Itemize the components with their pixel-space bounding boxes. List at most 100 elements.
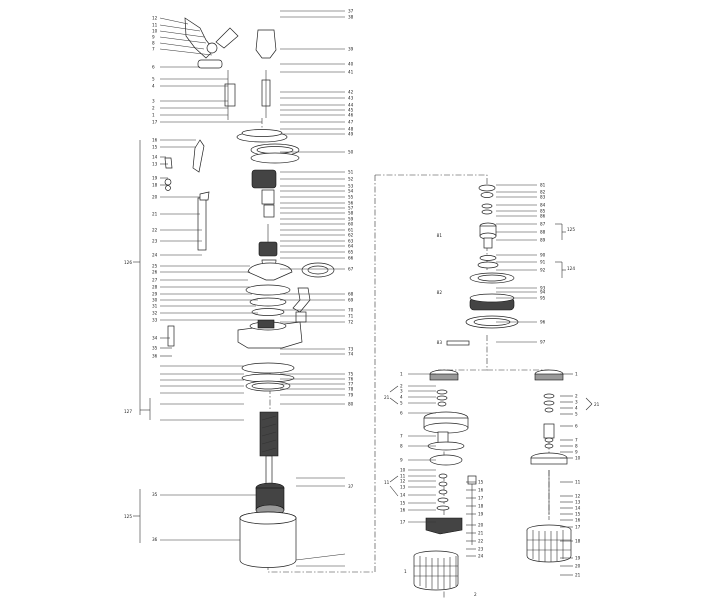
callout-pump-left: 2	[474, 592, 477, 597]
callout-pump-left: 12	[400, 479, 406, 484]
callout-pump-left: 15	[400, 501, 406, 506]
callout-upper-right: 96	[540, 320, 546, 325]
callout-pump-right: 10	[575, 456, 581, 461]
callout-main-right: 56	[348, 201, 354, 206]
callout-pump-left: 5	[400, 401, 403, 406]
callout-main-left: 29	[152, 292, 158, 297]
callout-main-left: 26	[152, 270, 158, 275]
callout-upper-right: 94	[540, 290, 546, 295]
callout-main-left: 11	[152, 23, 158, 28]
leader-line	[159, 30, 205, 38]
callout-main-right: 48	[348, 127, 354, 132]
callout-pump-right: 1	[575, 372, 578, 377]
callout-pump-left: 21	[478, 531, 484, 536]
group-label: 127	[124, 409, 132, 414]
callout-pump-right: 14	[575, 506, 581, 511]
callout-main-right: 73	[348, 347, 354, 352]
callout-main-right: 66	[348, 256, 354, 261]
callout-main-right: 60	[348, 222, 354, 227]
callout-main-right: 74	[348, 352, 354, 357]
callout-main-right: 59	[348, 217, 354, 222]
callout-main-right: 39	[348, 47, 354, 52]
callout-upper-right: 83	[540, 195, 546, 200]
group-label: 21	[384, 395, 390, 400]
callout-main-left: 30	[152, 298, 158, 303]
callout-upper-right: 85	[540, 209, 546, 214]
lower-left-pump	[413, 369, 477, 591]
callout-main-left: 15	[152, 145, 158, 150]
callout-pump-right: 21	[575, 573, 581, 578]
callout-pump-left: 16	[478, 488, 484, 493]
group-label: 126	[124, 260, 132, 265]
callout-main-right: 71	[348, 314, 354, 319]
callout-upper-right: 86	[540, 214, 546, 219]
callout-main-right: 68	[348, 292, 354, 297]
callout-pump-left: 23	[478, 547, 484, 552]
upper-right-assembly	[446, 184, 519, 346]
callout-main-left: 31	[152, 304, 158, 309]
callout-pump-left: 14	[400, 493, 406, 498]
callout-main-left: 35	[152, 346, 158, 351]
callout-main-right: 62	[348, 233, 354, 238]
callout-pump-right: 19	[575, 556, 581, 561]
callout-main-left: 33	[152, 318, 158, 323]
callout-pump-right: 7	[575, 438, 578, 443]
callout-main-left: 17	[152, 120, 158, 125]
callout-pump-right: 6	[575, 424, 578, 429]
callout-main-right: 64	[348, 244, 354, 249]
callout-upper-right: 92	[540, 268, 546, 273]
callout-upper-right: 97	[540, 340, 546, 345]
callout-main-left: 32	[152, 311, 158, 316]
callout-main-right: 72	[348, 320, 354, 325]
callout-main-left: 20	[152, 195, 158, 200]
callout-main-right: 63	[348, 239, 354, 244]
callout-main-left: 6	[152, 65, 155, 70]
leader-line	[159, 36, 207, 44]
callout-main-left: 24	[152, 253, 158, 258]
leader-line	[585, 397, 593, 405]
callout-upper-right: 90	[540, 253, 546, 258]
group-label: 21	[594, 402, 600, 407]
callout-pump-right: 4	[575, 406, 578, 411]
callout-main-right: 54	[348, 189, 354, 194]
callout-pump-left: 1	[404, 569, 407, 574]
leader-line	[295, 553, 346, 561]
callout-pump-right: 3	[575, 400, 578, 405]
callout-main-right: 41	[348, 70, 354, 75]
callout-main-right: 53	[348, 184, 354, 189]
callout-main-right: 42	[348, 90, 354, 95]
callout-main-left: 34	[152, 336, 158, 341]
leader-line	[389, 485, 399, 497]
group-label: 124	[567, 266, 575, 271]
callout-main-left: 14	[152, 155, 158, 160]
callout-pump-right: 18	[575, 539, 581, 544]
callout-main-left: 1	[152, 113, 155, 118]
callout-pump-left: 9	[400, 458, 403, 463]
callout-main-left: 28	[152, 285, 158, 290]
callout-main-left: 18	[152, 183, 158, 188]
callout-main-left: 8	[152, 41, 155, 46]
leader-line	[159, 24, 201, 32]
callout-main-right: 52	[348, 177, 354, 182]
left-bracket	[133, 140, 151, 543]
callout-upper-right: 87	[540, 222, 546, 227]
callout-main-right: 57	[348, 206, 354, 211]
callout-pump-left: 8	[400, 444, 403, 449]
callout-main-right: 46	[348, 113, 354, 118]
callout-main-right: 75	[348, 372, 354, 377]
callout-main-left: 22	[152, 228, 158, 233]
callout-pump-left: 17	[400, 520, 406, 525]
callout-pump-right: 20	[575, 564, 581, 569]
callout-pump-left: 17	[478, 496, 484, 501]
callout-main-left: 35	[152, 492, 158, 497]
leader-line	[159, 42, 205, 50]
callout-upper-right: 88	[540, 230, 546, 235]
callout-main-left: 3	[152, 99, 155, 104]
callout-main-right: 61	[348, 228, 354, 233]
callout-pump-right: 12	[575, 494, 581, 499]
callout-main-left: 10	[152, 29, 158, 34]
main-assembly	[164, 17, 335, 568]
callout-main-left: 2	[152, 106, 155, 111]
callout-upper-right: 91	[540, 260, 546, 265]
callout-pump-left: 20	[478, 523, 484, 528]
